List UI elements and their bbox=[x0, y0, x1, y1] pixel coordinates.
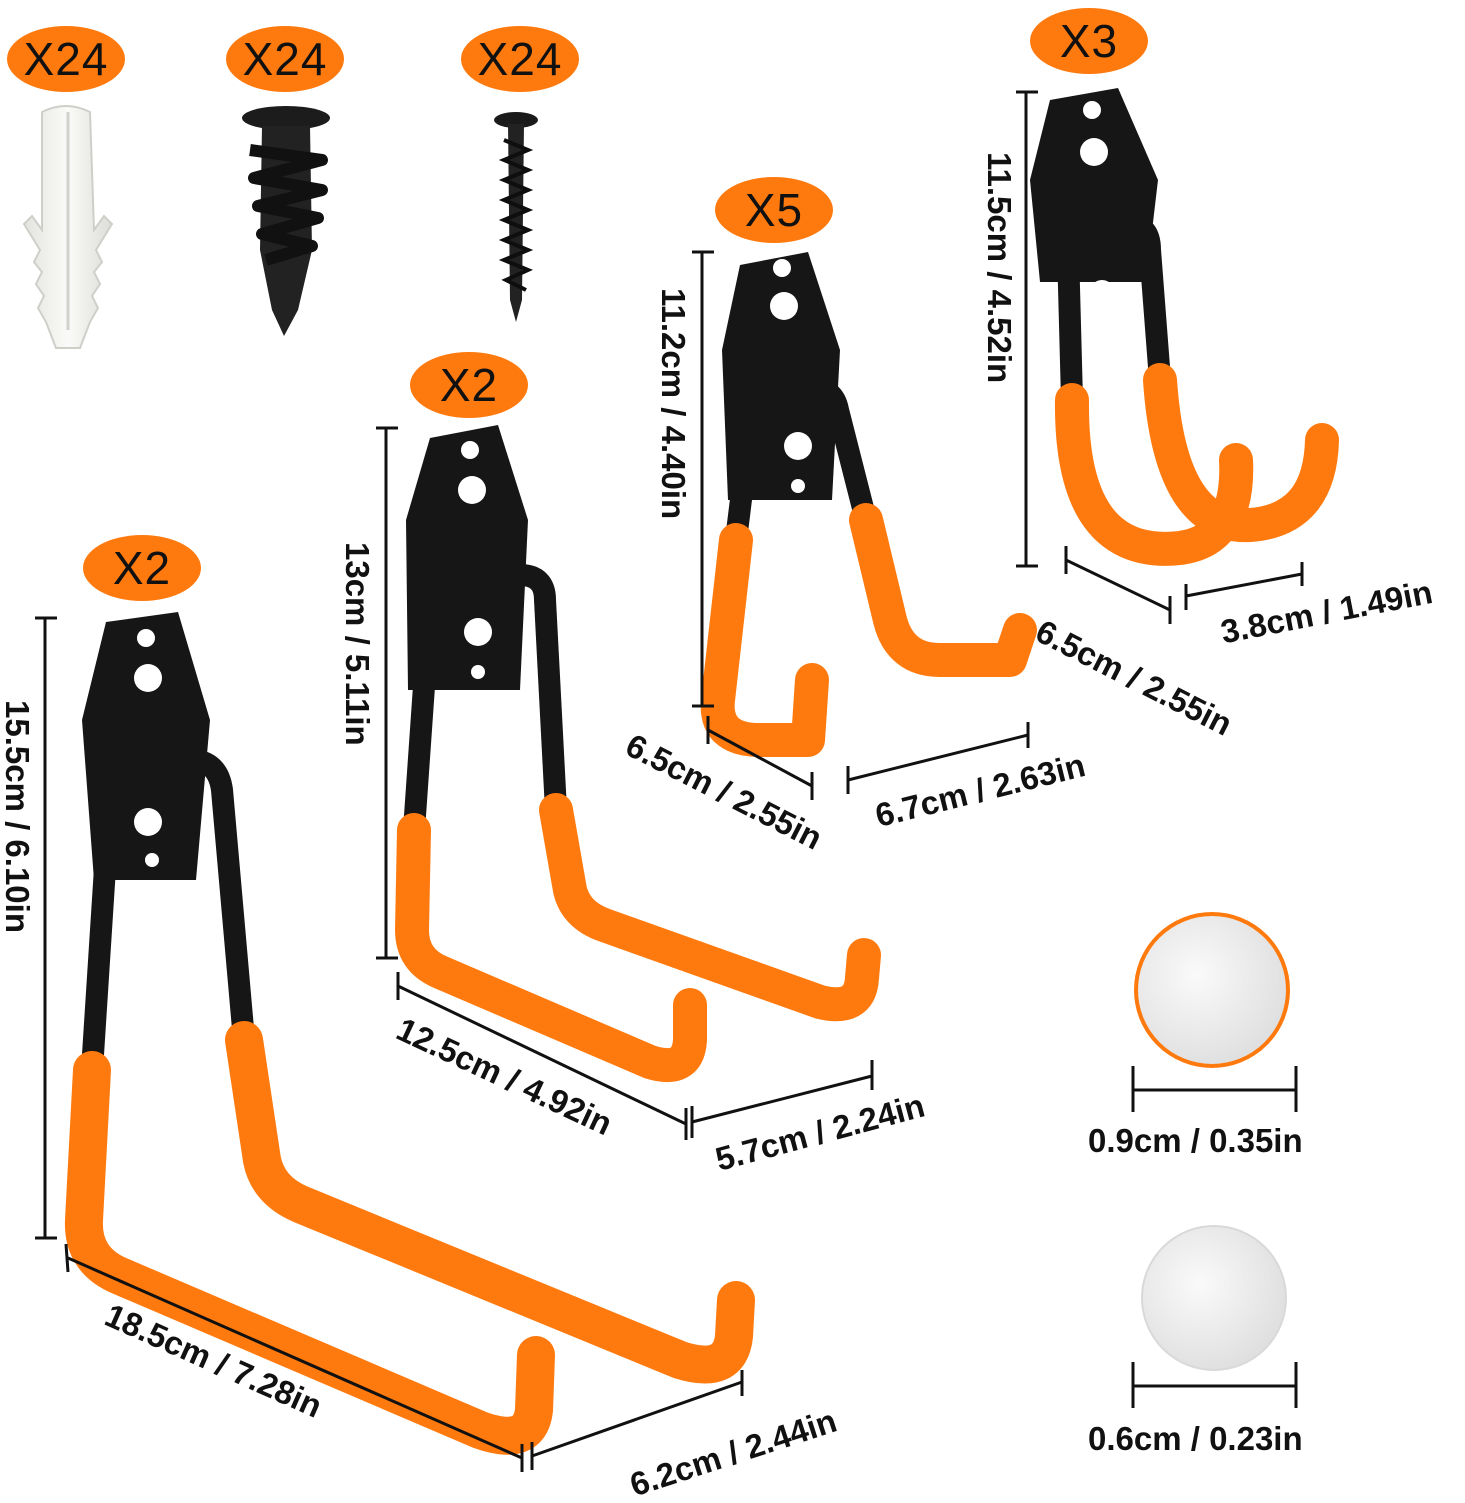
hook-large-image bbox=[395, 425, 881, 1083]
qty-badge-hook-medium: X5 bbox=[715, 177, 833, 243]
dim-pad-large: 0.9cm / 0.35in bbox=[1088, 1122, 1303, 1159]
qty-badge-hook-small: X3 bbox=[1030, 8, 1148, 74]
qty-badge-hook-xlarge: X2 bbox=[83, 535, 201, 601]
pad-large-image bbox=[1134, 912, 1290, 1068]
screw-image bbox=[494, 112, 538, 322]
dim-pad-small: 0.6cm / 0.23in bbox=[1088, 1420, 1303, 1457]
dimension-lines bbox=[35, 90, 1304, 1472]
dim-hook-small-height: 11.5cm / 4.52in bbox=[981, 152, 1018, 384]
qty-badge-wall-anchor: X24 bbox=[7, 26, 125, 92]
qty-badge-drywall-anchor: X24 bbox=[226, 26, 344, 92]
drywall-anchor-image bbox=[242, 106, 330, 336]
pad-small-image bbox=[1141, 1225, 1287, 1371]
hook-small-image bbox=[1030, 88, 1339, 566]
qty-badge-screw: X24 bbox=[461, 26, 579, 92]
hook-xlarge-image bbox=[64, 612, 755, 1455]
hook-medium-image bbox=[700, 252, 1037, 757]
dim-hook-large-height: 13cm / 5.11in bbox=[339, 542, 376, 746]
wall-anchor-image bbox=[22, 105, 114, 349]
dim-hook-xlarge-height: 15.5cm / 6.10in bbox=[0, 700, 36, 933]
dim-hook-medium-height: 11.2cm / 4.40in bbox=[655, 288, 692, 520]
qty-badge-hook-large: X2 bbox=[410, 352, 528, 418]
